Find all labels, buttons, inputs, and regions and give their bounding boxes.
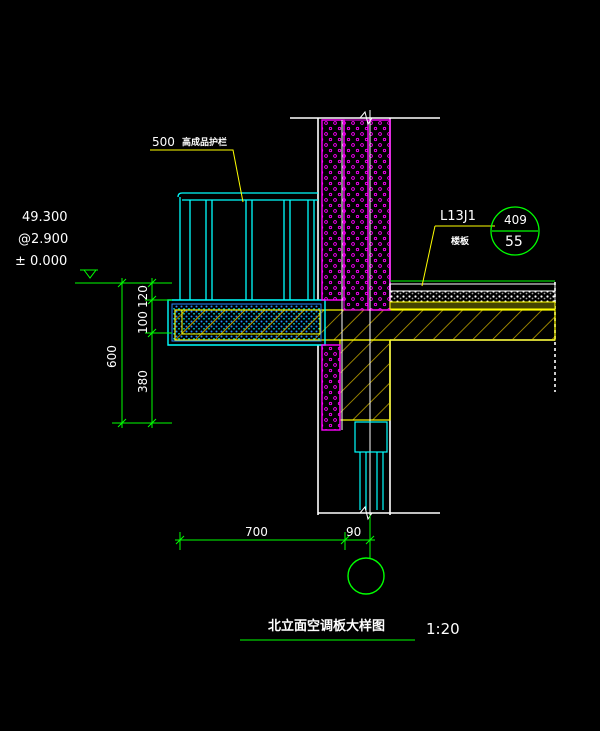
elevation-line-1: 49.300	[22, 210, 68, 225]
floor-finish	[389, 280, 556, 310]
railing	[177, 192, 318, 300]
drawing-title: 北立面空调板大样图	[268, 618, 385, 634]
railing-height-label: 500	[152, 135, 175, 149]
dim-380: 380	[136, 370, 150, 393]
dimension-lines	[75, 269, 415, 641]
axis-bubble	[347, 557, 385, 595]
ref-detail-number: 409	[504, 213, 527, 227]
dim-600: 600	[105, 345, 119, 368]
ref-sheet-number: 55	[505, 234, 523, 250]
ac-slab	[167, 299, 326, 346]
drawing-scale: 1:20	[426, 620, 460, 638]
dim-90: 90	[346, 525, 361, 539]
railing-note: 高成品护栏	[182, 136, 227, 148]
dim-100: 100	[136, 311, 150, 334]
ref-note: 楼板	[451, 235, 470, 247]
elevation-line-3: ± 0.000	[15, 254, 67, 269]
ref-code: L13J1	[440, 209, 476, 224]
leader-lines	[150, 149, 540, 287]
window-frame	[354, 421, 388, 510]
dim-120: 120	[136, 285, 150, 308]
dim-700: 700	[245, 525, 268, 539]
wall-insulation	[321, 110, 391, 530]
elevation-line-2: @2.900	[18, 232, 68, 247]
